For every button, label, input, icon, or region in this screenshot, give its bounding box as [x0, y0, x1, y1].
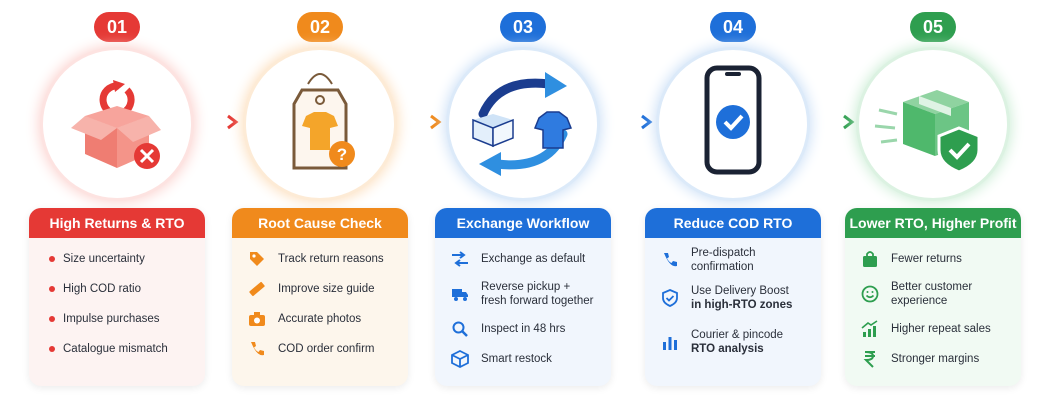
list-item: Pre-dispatch confirmation — [645, 244, 821, 276]
magnifier-icon — [452, 321, 468, 337]
card-title: High Returns & RTO — [29, 208, 205, 238]
rupee-icon — [863, 351, 875, 368]
bullet-dot — [49, 256, 55, 262]
step-illustration — [659, 50, 807, 198]
step-number-badge: 03 — [500, 12, 546, 42]
step-3: 03 Exchange Workflow Exchange as default… — [435, 0, 611, 400]
step-card: Root Cause Check Track return reasons Im… — [232, 208, 408, 386]
phone-icon — [664, 253, 677, 267]
card-title: Reduce COD RTO — [645, 208, 821, 238]
list-item: Fewer returns — [845, 244, 1021, 274]
step-number-badge: 05 — [910, 12, 956, 42]
step-5: 05 Lower RTO, Higher Profit Fewer return… — [845, 0, 1021, 400]
step-2: 02 ? Root Cause Check Track return reaso… — [232, 0, 408, 400]
shuffle-icon — [452, 251, 468, 267]
step-number-badge: 04 — [710, 12, 756, 42]
list-item: Accurate photos — [232, 304, 408, 334]
shield-check-icon — [662, 289, 678, 307]
trend-up-icon — [861, 320, 878, 337]
svg-text:?: ? — [337, 145, 347, 164]
secure-package-icon — [874, 90, 981, 174]
step-card: High Returns & RTO Size uncertainty High… — [29, 208, 205, 386]
step-illustration — [43, 50, 191, 198]
phone-icon — [251, 342, 264, 356]
step-card: Exchange Workflow Exchange as default Re… — [435, 208, 611, 386]
list-item: Higher repeat sales — [845, 314, 1021, 344]
bullet-dot — [49, 286, 55, 292]
step-1: 01 High Returns & RTO Size uncertainty H… — [29, 0, 205, 400]
smiley-icon — [861, 285, 879, 303]
camera-icon — [249, 312, 265, 326]
damaged-box-return-icon — [71, 80, 161, 169]
price-tag-question-icon: ? — [292, 73, 355, 170]
truck-icon — [452, 289, 468, 301]
list-item: High COD ratio — [29, 274, 205, 304]
list-item: Size uncertainty — [29, 244, 205, 274]
bar-chart-icon — [663, 337, 677, 350]
step-card: Lower RTO, Higher Profit Fewer returns B… — [845, 208, 1021, 386]
step-illustration — [859, 50, 1007, 198]
flow-arrow — [598, 112, 654, 132]
step-4: 04 Reduce COD RTO Pre-dispatch confirmat… — [645, 0, 821, 400]
exchange-arrows-icon — [472, 72, 573, 176]
list-item: Impulse purchases — [29, 304, 205, 334]
list-item: Reverse pickup +fresh forward together — [435, 274, 611, 314]
card-title: Lower RTO, Higher Profit — [845, 208, 1021, 238]
card-title: Root Cause Check — [232, 208, 408, 238]
bullet-dot — [49, 346, 55, 352]
list-item: Track return reasons — [232, 244, 408, 274]
bullet-dot — [49, 316, 55, 322]
box-icon — [451, 350, 469, 368]
step-number-badge: 02 — [297, 12, 343, 42]
list-item: Smart restock — [435, 344, 611, 374]
list-item: Improve size guide — [232, 274, 408, 304]
flow-arrow — [808, 112, 856, 132]
flow-arrow — [395, 112, 443, 132]
list-item: COD order confirm — [232, 334, 408, 364]
step-card: Reduce COD RTO Pre-dispatch confirmation… — [645, 208, 821, 386]
step-number-badge: 01 — [94, 12, 140, 42]
step-illustration — [449, 50, 597, 198]
list-item: Stronger margins — [845, 344, 1021, 374]
phone-check-icon — [704, 65, 762, 175]
ruler-icon — [249, 281, 265, 297]
flow-arrow — [192, 112, 240, 132]
card-title: Exchange Workflow — [435, 208, 611, 238]
step-illustration: ? — [246, 50, 394, 198]
list-item: Inspect in 48 hrs — [435, 314, 611, 344]
shopping-bag-icon — [863, 251, 877, 267]
tag-icon — [250, 252, 264, 266]
list-item: Exchange as default — [435, 244, 611, 274]
list-item: Catalogue mismatch — [29, 334, 205, 364]
